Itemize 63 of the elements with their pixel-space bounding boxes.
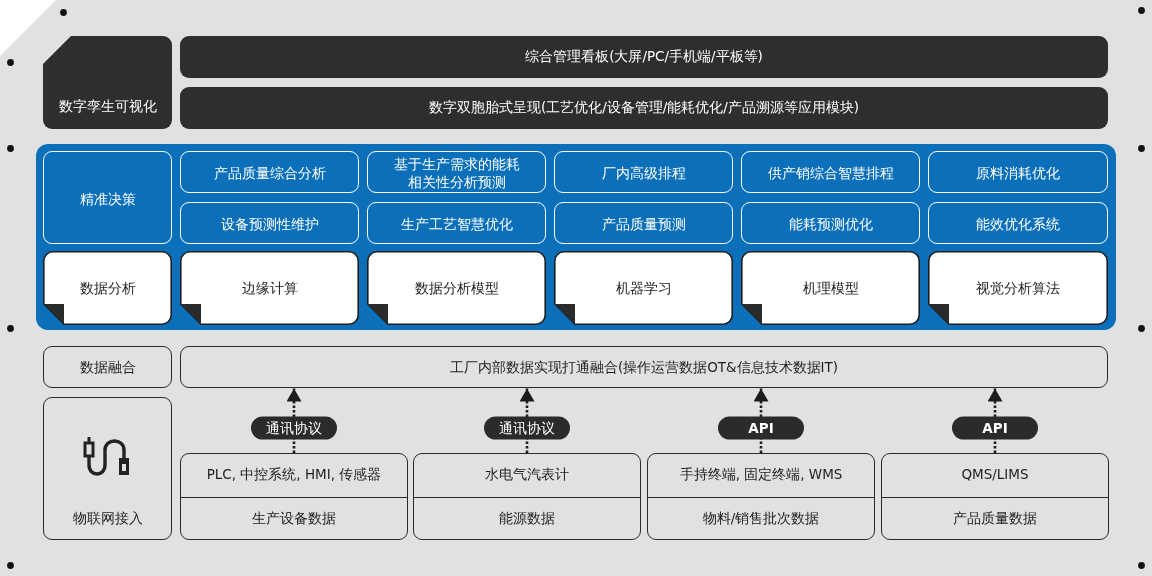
node-text: 产品质量数据 xyxy=(953,510,1037,528)
node-text: 产品质量预测 xyxy=(601,214,686,234)
module-tile xyxy=(554,202,733,244)
layer-box xyxy=(43,346,172,388)
module-tile xyxy=(741,202,920,244)
node-text: 综合管理看板(大屏/PC/手机端/平板等) xyxy=(525,48,763,66)
module-tile xyxy=(43,151,172,244)
module-tile xyxy=(180,202,359,244)
algorithm-card xyxy=(43,251,172,325)
algorithm-card xyxy=(180,251,359,325)
algorithm-card xyxy=(367,251,546,325)
module-tile xyxy=(180,151,359,193)
node-text: PLC, 中控系统, HMI, 传感器 xyxy=(206,466,382,484)
node-text: 数字孪生可视化 xyxy=(58,98,157,116)
module-tile xyxy=(928,202,1108,244)
edge-label: 通讯协议 xyxy=(484,416,570,440)
node-text: 设备预测性维护 xyxy=(220,214,319,234)
node-text: 物联网接入 xyxy=(72,510,143,528)
node-text: 原料消耗优化 xyxy=(976,163,1060,183)
module-tile xyxy=(741,151,920,193)
node-text: 边缘计算 xyxy=(241,278,298,298)
banner-bar xyxy=(180,87,1108,129)
layer-box xyxy=(43,397,172,540)
node-text: 生产设备数据 xyxy=(252,510,336,528)
algorithm-card xyxy=(741,251,920,325)
algorithm-card xyxy=(928,251,1108,325)
node-text: 数字双胞胎式呈现(工艺优化/设备管理/能耗优化/产品溯源等应用模块) xyxy=(428,99,860,117)
edge-label: API xyxy=(952,416,1038,440)
data-source-box xyxy=(413,453,641,540)
data-source-box xyxy=(881,453,1109,540)
node-text: 视觉分析算法 xyxy=(976,278,1060,298)
node-text: 数据融合 xyxy=(79,359,136,377)
node-text: 精准决策 xyxy=(79,189,136,208)
node-text: 能源数据 xyxy=(499,510,555,528)
node-text: 手持终端, 固定终端, WMS xyxy=(679,466,843,484)
node-text: QMS/LIMS xyxy=(961,466,1029,484)
data-source-box xyxy=(180,453,408,540)
data-source-box xyxy=(647,453,875,540)
module-tile xyxy=(367,202,546,244)
edge-label: 通讯协议 xyxy=(251,416,337,440)
node-text: 数据分析模型 xyxy=(414,278,499,298)
node-text: 基于生产需求的能耗相关性分析预测 xyxy=(392,154,521,192)
node-text: 厂内高级排程 xyxy=(601,163,686,183)
node-text: 生产工艺智慧优化 xyxy=(400,214,513,234)
node-text: 供产销综合智慧排程 xyxy=(767,163,894,183)
node-text: 水电气汽表计 xyxy=(485,466,569,484)
node-text: 工厂内部数据实现打通融合(操作运营数据OT&信息技术数据IT) xyxy=(449,359,839,377)
layer-title-box xyxy=(43,36,172,129)
module-tile xyxy=(367,151,546,193)
algorithm-card xyxy=(554,251,733,325)
node-text: 物料/销售批次数据 xyxy=(702,510,820,528)
edge-label: API xyxy=(718,416,804,440)
node-text: 产品质量综合分析 xyxy=(213,163,326,183)
node-text: 能耗预测优化 xyxy=(788,214,873,234)
node-text: 机器学习 xyxy=(615,278,672,298)
layer-panel xyxy=(36,144,1116,330)
node-text: 数据分析 xyxy=(79,278,136,298)
banner-bar xyxy=(180,36,1108,78)
layer-box xyxy=(180,346,1108,388)
node-text: 机理模型 xyxy=(802,278,859,298)
module-tile xyxy=(554,151,733,193)
node-text: 能效优化系统 xyxy=(976,214,1060,234)
module-tile xyxy=(928,151,1108,193)
